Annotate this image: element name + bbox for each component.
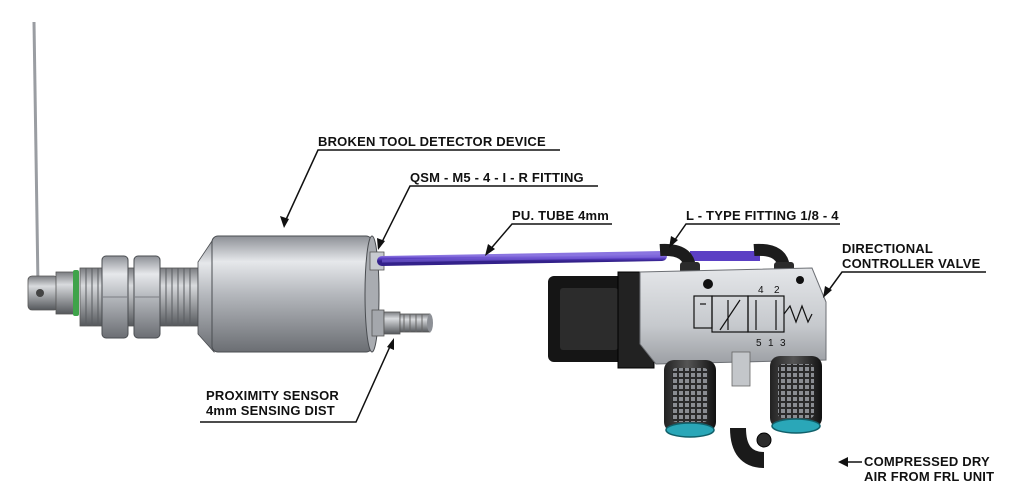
valve-symbol <box>693 295 813 333</box>
left-silencer <box>664 360 716 438</box>
proximity-sensor-label-line1: PROXIMITY SENSOR <box>206 388 339 403</box>
air-supply-line <box>730 386 836 468</box>
directional-controller-valve: 4 2 5 1 3 <box>548 267 827 387</box>
broken-tool-detector-device <box>27 21 385 354</box>
l-type-fitting-label: L - TYPE FITTING 1/8 - 4 <box>686 208 839 223</box>
proximity-sensor <box>371 309 433 337</box>
port-3-label: 3 <box>780 338 786 349</box>
qsm-fitting-label: QSM - M5 - 4 - I - R FITTING <box>410 170 584 185</box>
directional-valve-label-line2: CONTROLLER VALVE <box>842 256 981 271</box>
port-2-label: 2 <box>774 285 780 296</box>
pu-tube-label: PU. TUBE 4mm <box>512 208 610 223</box>
proximity-sensor-label-line2: 4mm SENSING DIST <box>206 403 335 418</box>
port-1-label: 1 <box>768 338 774 349</box>
right-silencer <box>770 356 822 434</box>
port-5-label: 5 <box>756 338 762 349</box>
compressed-air-label-line1: COMPRESSED DRY <box>864 454 990 469</box>
pu-tube <box>377 251 760 266</box>
compressed-air-label-line2: AIR FROM FRL UNIT <box>864 469 995 484</box>
broken-tool-detector-label: BROKEN TOOL DETECTOR DEVICE <box>318 134 546 149</box>
port-4-label: 4 <box>758 285 764 296</box>
leader-lines <box>200 149 986 467</box>
directional-valve-label-line1: DIRECTIONAL <box>842 241 934 256</box>
